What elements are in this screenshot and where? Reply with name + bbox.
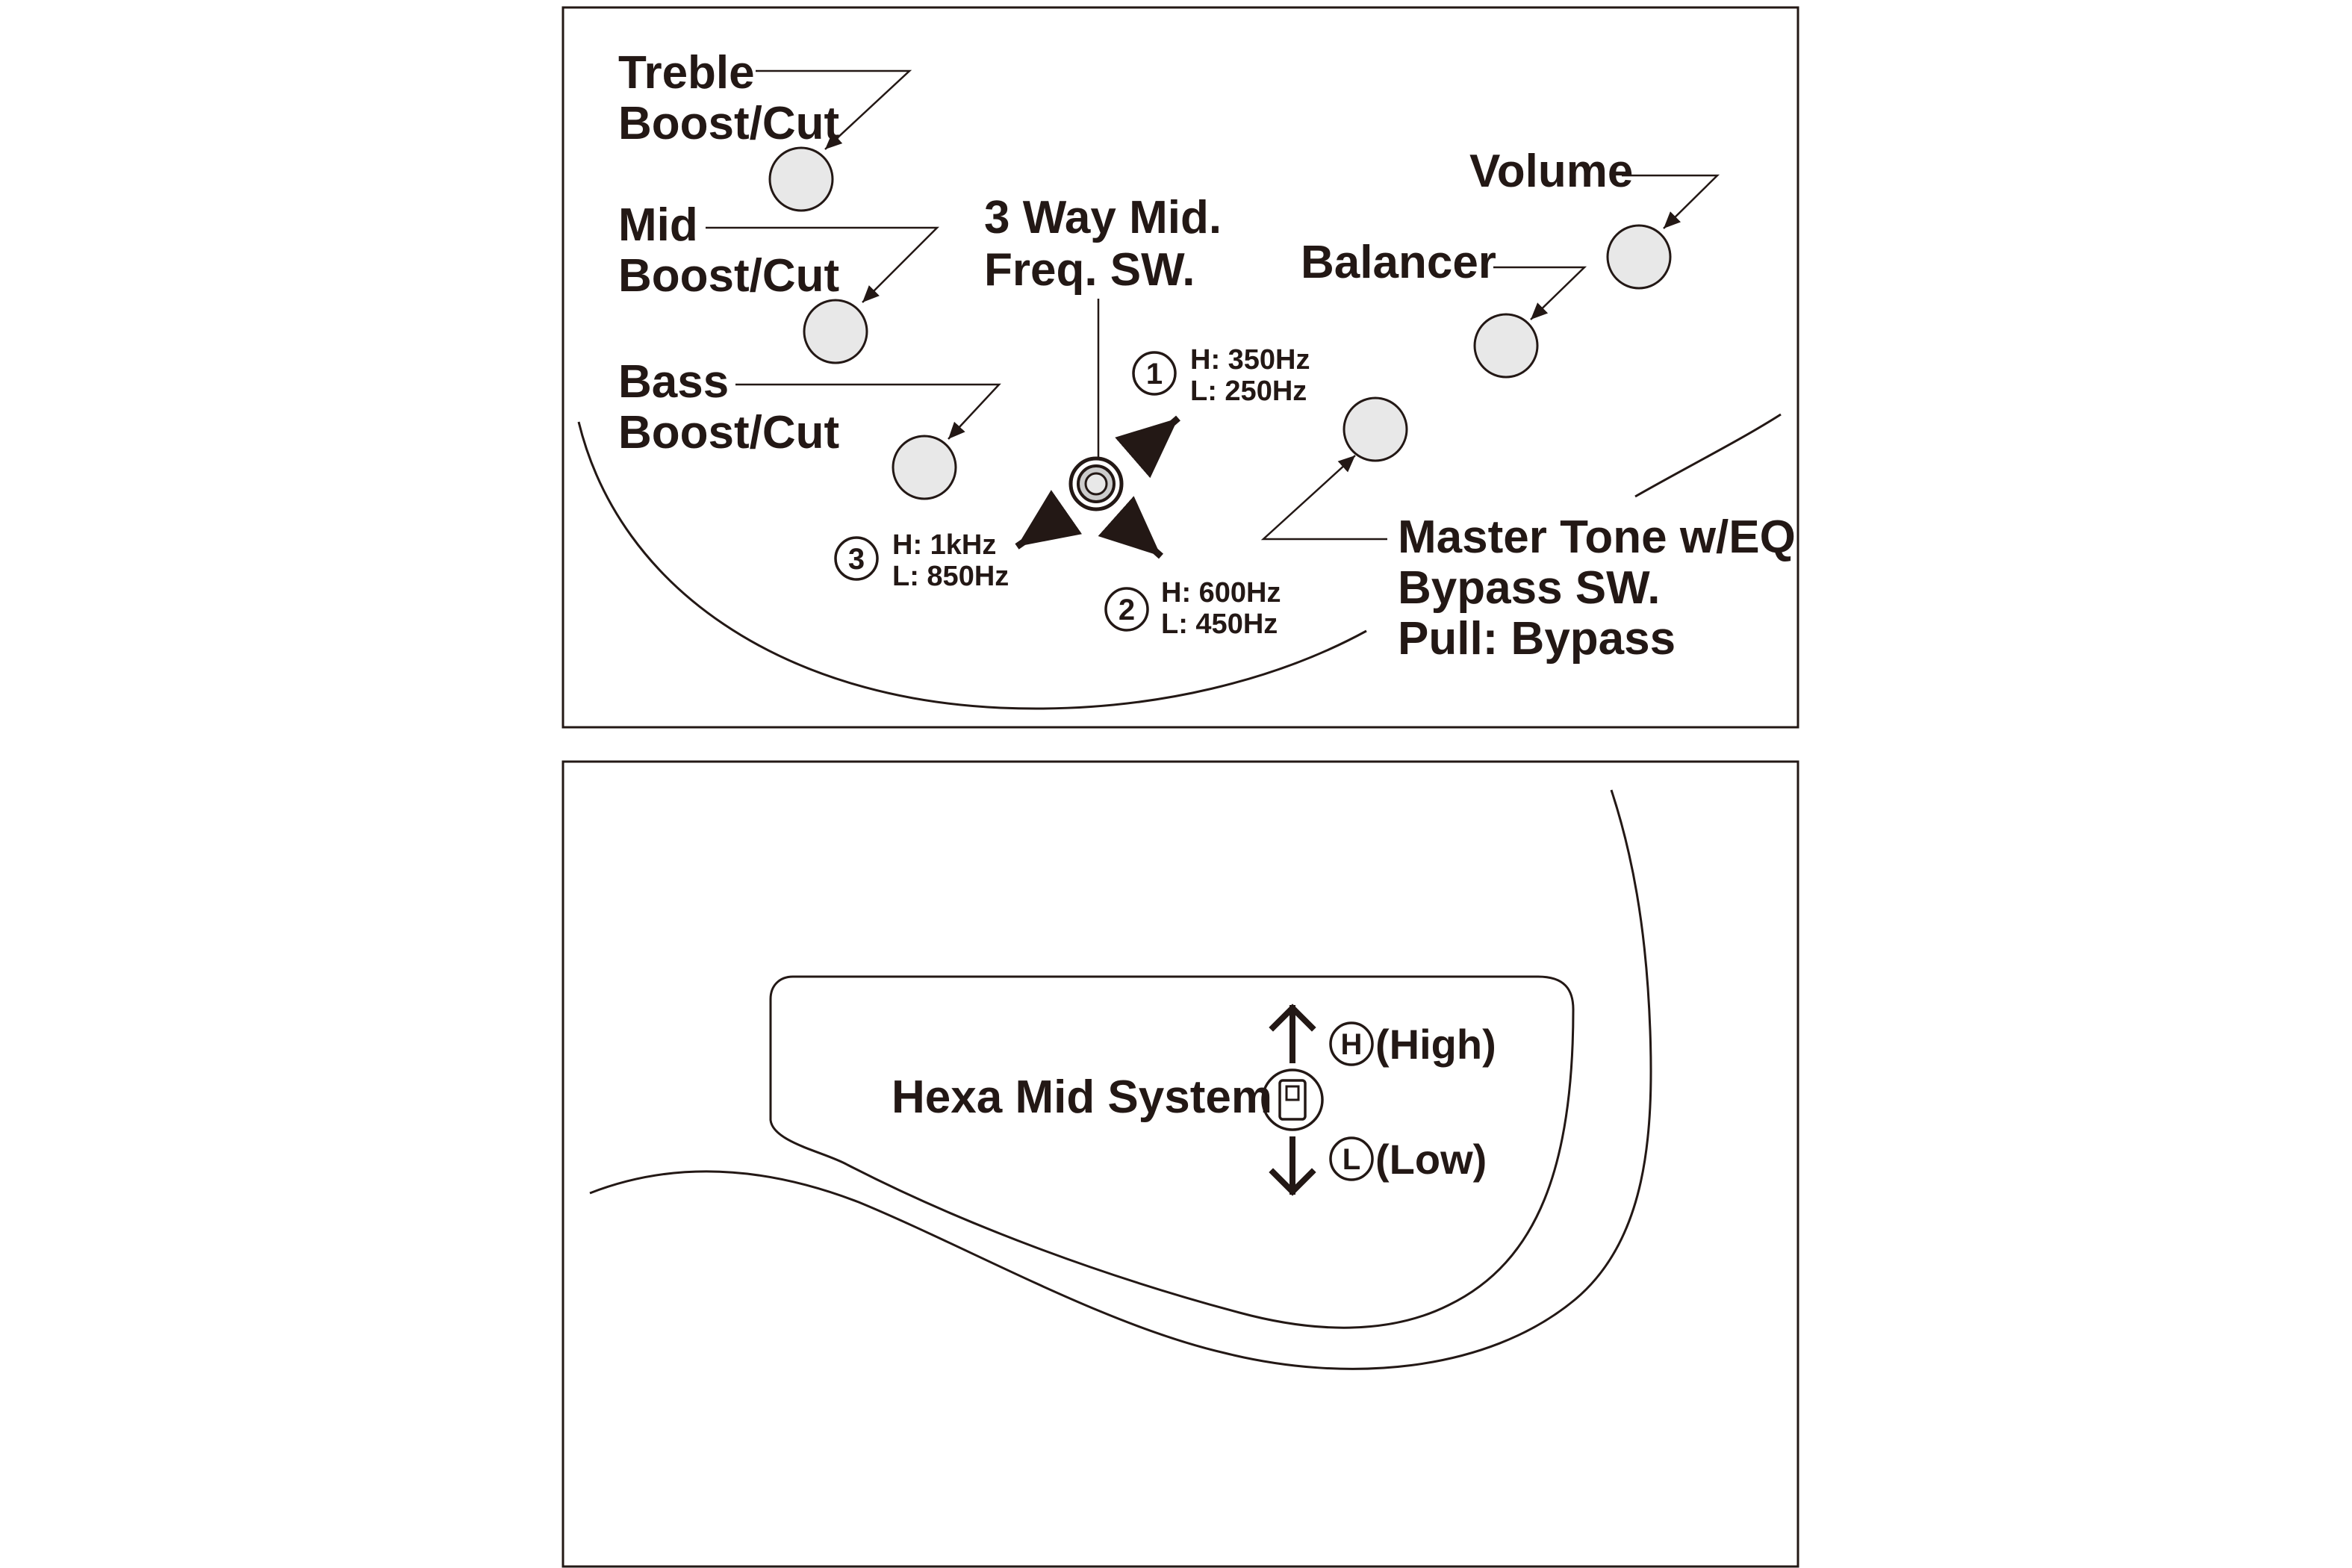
position-3-badge: [834, 536, 879, 581]
volume-knob: [1606, 224, 1672, 290]
low-label: (Low): [1375, 1136, 1487, 1183]
low-arrow-icon: [1269, 1136, 1316, 1196]
position-3-low: L: 850Hz: [892, 561, 1009, 592]
position-1-arrow: [1115, 415, 1180, 479]
bottom-panel-frame: [561, 760, 1799, 1568]
bass-knob: [892, 435, 957, 500]
position-1-high: H: 350Hz: [1190, 344, 1310, 376]
master-tone-knob: [1343, 396, 1408, 462]
master-tone-label-line3: Pull: Bypass: [1398, 613, 1676, 665]
balancer-knob: [1473, 313, 1539, 379]
mid-leader: [706, 226, 940, 303]
treble-knob: [768, 146, 834, 212]
low-letter: L: [1343, 1143, 1360, 1176]
position-2-high: H: 600Hz: [1161, 577, 1281, 609]
position-1-badge: [1132, 351, 1177, 396]
treble-label-line1: Treble: [618, 47, 755, 99]
mid-switch-label-line2: Freq. SW.: [984, 244, 1195, 296]
high-letter: H: [1341, 1028, 1363, 1061]
hexa-mid-switch-icon: [1261, 1068, 1324, 1131]
body-outer-curve: [589, 789, 1652, 1370]
master-tone-label-line1: Master Tone w/EQ: [1398, 511, 1796, 563]
mid-switch-icon: [1068, 456, 1124, 511]
position-3-high: H: 1kHz: [892, 529, 996, 561]
volume-label: Volume: [1469, 146, 1633, 197]
bottom-panel: H L (High) (Low) Hexa Mid System: [561, 760, 1799, 1568]
bass-leader: [735, 383, 1001, 440]
balancer-leader: [1493, 266, 1587, 320]
mid-label-line2: Boost/Cut: [618, 250, 839, 302]
high-letter-badge: [1329, 1021, 1374, 1066]
bass-label-line2: Boost/Cut: [618, 407, 839, 458]
top-panel: Treble Boost/Cut Mid Boost/Cut Bass Boos…: [561, 6, 1799, 729]
high-arrow-icon: [1269, 1004, 1316, 1063]
position-2-arrow: [1098, 496, 1163, 559]
mid-switch-label-line1: 3 Way Mid.: [984, 192, 1222, 243]
control-plate: [769, 975, 1575, 1329]
position-2-badge: [1104, 587, 1149, 632]
position-1-number: 1: [1146, 358, 1163, 391]
top-panel-frame: [561, 6, 1799, 729]
position-2-low: L: 450Hz: [1161, 609, 1278, 640]
high-label: (High): [1375, 1021, 1496, 1068]
mid-label-line1: Mid: [618, 199, 698, 251]
position-3-arrow: [1015, 490, 1083, 550]
hexa-mid-system-label: Hexa Mid System: [892, 1071, 1272, 1123]
body-outline-curve: [577, 421, 1367, 710]
body-edge-line: [1634, 413, 1782, 498]
position-3-number: 3: [848, 543, 865, 576]
position-1-low: L: 250Hz: [1190, 376, 1307, 407]
treble-label-line2: Boost/Cut: [618, 98, 839, 149]
volume-leader: [1622, 174, 1720, 229]
low-letter-badge: [1329, 1136, 1374, 1181]
bass-label-line1: Bass: [618, 356, 729, 408]
master-tone-label-line2: Bypass SW.: [1398, 562, 1660, 614]
treble-leader: [756, 69, 912, 150]
mid-knob: [803, 299, 868, 364]
position-2-number: 2: [1119, 594, 1135, 626]
balancer-label: Balancer: [1301, 237, 1496, 288]
master-tone-leader: [1260, 455, 1387, 541]
